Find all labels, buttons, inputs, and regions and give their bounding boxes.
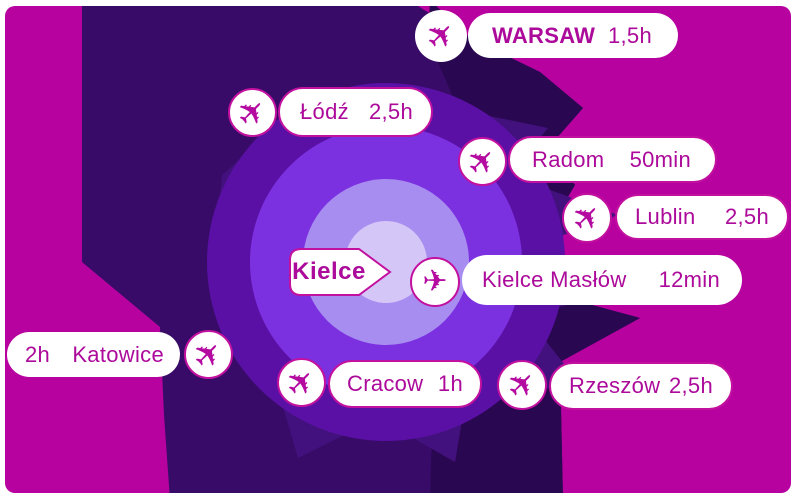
- travel-time: 12min: [658, 267, 720, 292]
- destination-pill-katowice: 2h Katowice: [7, 332, 180, 377]
- origin-label: Kielce: [292, 258, 366, 285]
- airplane-icon: ✈: [458, 137, 507, 186]
- airplane-icon: ✈: [277, 358, 326, 407]
- travel-time: 1,5h: [607, 22, 652, 48]
- travel-time: 2,5h: [668, 373, 713, 398]
- origin-tag-kielce: Kielce: [287, 247, 393, 297]
- destination-name: Radom: [532, 146, 605, 172]
- airplane-icon-circle-warsaw: ✈: [415, 10, 467, 62]
- airplane-icon: ✈: [497, 360, 547, 410]
- destination-name: Rzeszów: [569, 373, 661, 398]
- background-shapes: [82, 6, 640, 493]
- airplane-icon: ✈: [184, 330, 233, 379]
- destination-name: WARSAW: [492, 22, 596, 48]
- origin-tag-shape: [289, 248, 392, 296]
- travel-time: 50min: [629, 146, 691, 172]
- travel-time: 2,5h: [724, 204, 769, 229]
- airplane-icon-circle-katowice: ✈: [184, 330, 233, 379]
- destination-pill-rzeszow: Rzeszów 2,5h: [549, 362, 733, 410]
- airplane-icon: ✈: [416, 11, 466, 61]
- destination-pill-cracow: Cracow 1h: [328, 360, 482, 408]
- airplane-icon: ✈: [562, 193, 612, 243]
- destination-pill-kielce-maslow: Kielce Masłów 12min: [462, 255, 742, 305]
- destination-name: Kielce Masłów: [482, 267, 627, 292]
- destination-name: Łódź: [300, 99, 349, 124]
- airplane-icon-circle-radom: ✈: [458, 137, 507, 186]
- airplane-icon: ✈: [422, 264, 448, 299]
- airplane-icon-circle-cracow: ✈: [277, 358, 326, 407]
- airplane-icon: ✈: [228, 88, 277, 137]
- destination-pill-lublin: Lublin 2,5h: [615, 194, 789, 240]
- destination-name: Lublin: [635, 204, 696, 229]
- destination-pill-warsaw: WARSAW 1,5h: [468, 13, 678, 58]
- airplane-icon-circle-lodz: ✈: [228, 88, 277, 137]
- artwork-area: ✈ WARSAW 1,5h ✈ Łódź 2,5h ✈ Radom 50min …: [5, 6, 791, 493]
- destination-name: Cracow: [347, 371, 424, 396]
- travel-time: 2h: [25, 341, 51, 367]
- destination-pill-radom: Radom 50min: [508, 136, 717, 183]
- airplane-icon-circle-kielce-maslow: ✈: [410, 257, 460, 307]
- travel-time: 1h: [437, 371, 463, 396]
- destination-name: Katowice: [72, 341, 164, 367]
- airplane-icon-circle-rzeszow: ✈: [497, 360, 547, 410]
- travel-time: 2,5h: [368, 99, 413, 124]
- destination-pill-lodz: Łódź 2,5h: [278, 87, 433, 137]
- airplane-icon-circle-lublin: ✈: [562, 193, 612, 243]
